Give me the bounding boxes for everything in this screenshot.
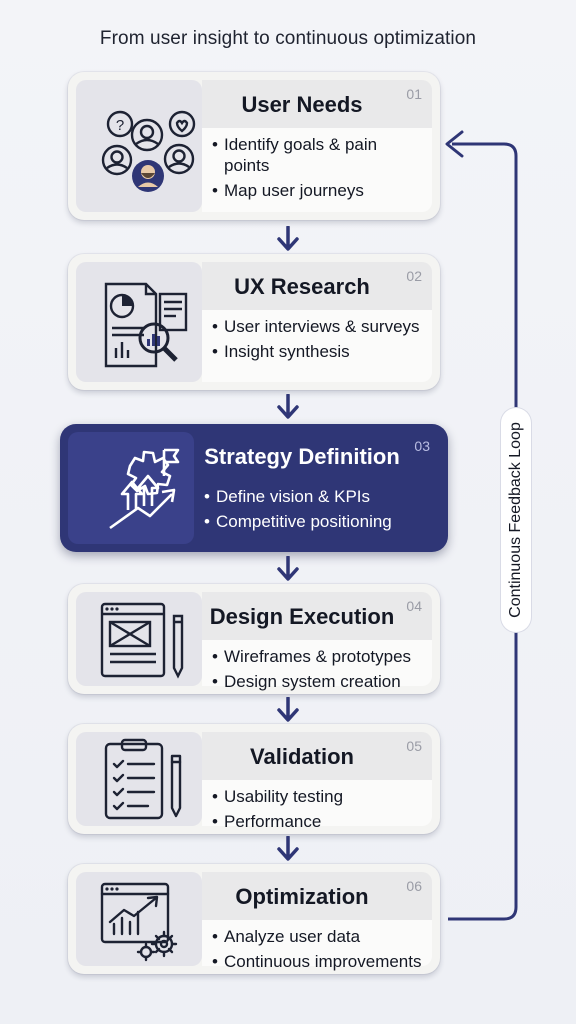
step-bullet: Define vision & KPIs — [204, 486, 432, 507]
step-bullets: Identify goals & pain points Map user jo… — [212, 134, 424, 205]
step-card-ux-research: UX Research 02 User interviews & surveys… — [68, 254, 440, 390]
arrow-down-icon — [277, 226, 299, 251]
strategy-gear-flag-icon — [109, 448, 180, 530]
arrow-down-icon — [277, 697, 299, 722]
step-card-validation: Validation 05 Usability testing Performa… — [68, 724, 440, 834]
users-icon: ? — [101, 110, 196, 192]
step-bullets: Wireframes & prototypes Design system cr… — [212, 646, 424, 694]
step-card-strategy-definition: Strategy Definition 03 Define vision & K… — [60, 424, 448, 552]
arrow-down-icon — [277, 836, 299, 861]
step-bullet: Map user journeys — [212, 180, 424, 201]
step-heading: Design Execution — [209, 604, 395, 629]
step-bullets: Define vision & KPIs Competitive positio… — [204, 486, 432, 536]
step-heading: Strategy Definition — [204, 444, 400, 469]
feedback-loop-label: Continuous Feedback Loop — [501, 408, 531, 632]
step-icon-panel: ? — [76, 80, 202, 212]
step-heading: Optimization — [235, 884, 369, 909]
arrow-down-icon — [277, 394, 299, 419]
wireframe-pencil-icon — [100, 602, 184, 679]
step-card-optimization: Optimization 06 Analyze user data Contin… — [68, 864, 440, 974]
step-bullet: Analyze user data — [212, 926, 424, 947]
step-heading: UX Research — [234, 274, 370, 299]
research-magnifier-icon — [104, 282, 188, 368]
step-icon-panel — [76, 262, 202, 382]
step-icon-panel — [68, 432, 194, 544]
feedback-loop-text: Continuous Feedback Loop — [507, 422, 524, 618]
step-bullet: Wireframes & prototypes — [212, 646, 424, 667]
step-number: 04 — [406, 598, 422, 614]
step-bullet: User interviews & surveys — [212, 316, 424, 337]
step-bullet: Insight synthesis — [212, 341, 424, 362]
diagram-title: From user insight to continuous optimiza… — [99, 28, 477, 49]
step-heading: User Needs — [241, 92, 363, 117]
step-bullet: Usability testing — [212, 786, 424, 807]
step-bullet: Identify goals & pain points — [212, 134, 424, 176]
step-number: 06 — [406, 878, 422, 894]
step-heading: Validation — [250, 744, 354, 769]
step-icon-panel — [76, 592, 202, 686]
analytics-gears-icon — [100, 882, 178, 962]
step-number: 01 — [406, 86, 422, 102]
step-bullets: User interviews & surveys Insight synthe… — [212, 316, 424, 366]
step-bullet: Competitive positioning — [204, 511, 432, 532]
step-bullet: Continuous improvements — [212, 951, 424, 972]
step-card-design-execution: Design Execution 04 Wireframes & prototy… — [68, 584, 440, 694]
arrow-down-icon — [277, 556, 299, 581]
step-icon-panel — [76, 872, 202, 966]
step-card-user-needs: ? User Needs 01 Identify goals & pain po… — [68, 72, 440, 220]
step-bullets: Analyze user data Continuous improvement… — [212, 926, 424, 974]
step-number: 02 — [406, 268, 422, 284]
svg-text:?: ? — [116, 117, 124, 134]
step-bullet: Design system creation — [212, 671, 424, 692]
step-bullet: Performance measurement — [212, 811, 424, 834]
step-bullets: Usability testing Performance measuremen… — [212, 786, 424, 834]
checklist-clipboard-icon — [104, 738, 182, 820]
step-number: 05 — [406, 738, 422, 754]
step-icon-panel — [76, 732, 202, 826]
step-number: 03 — [414, 438, 430, 454]
